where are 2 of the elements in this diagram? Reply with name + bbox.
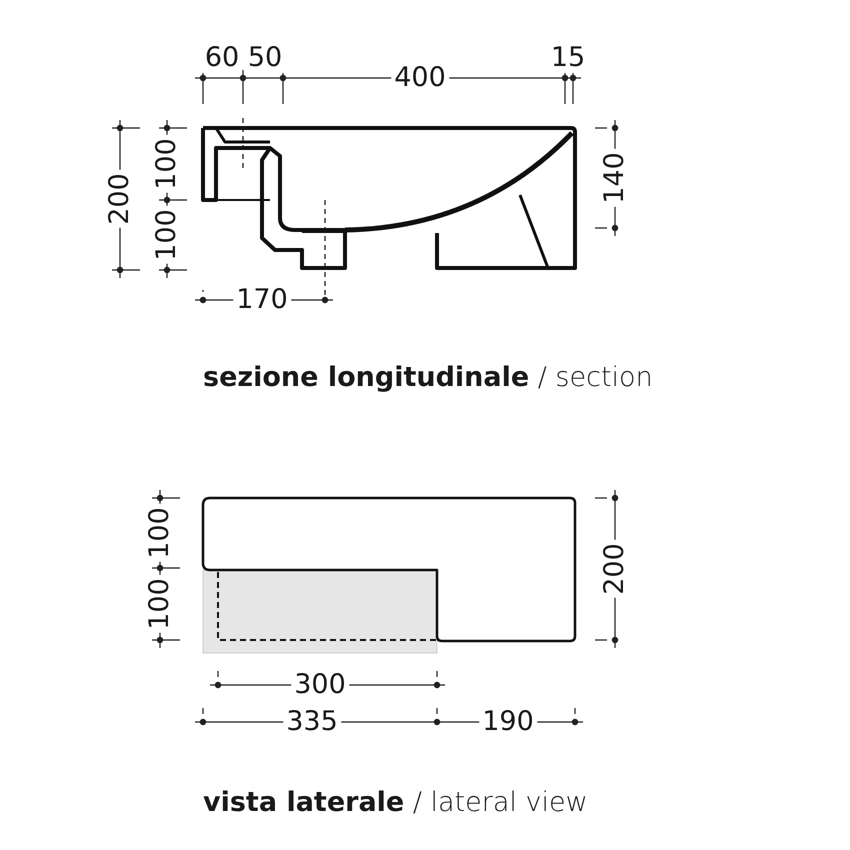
view-caption: sezione longitudinale / section: [203, 362, 653, 394]
view-caption: vista laterale / lateral view: [203, 787, 588, 819]
